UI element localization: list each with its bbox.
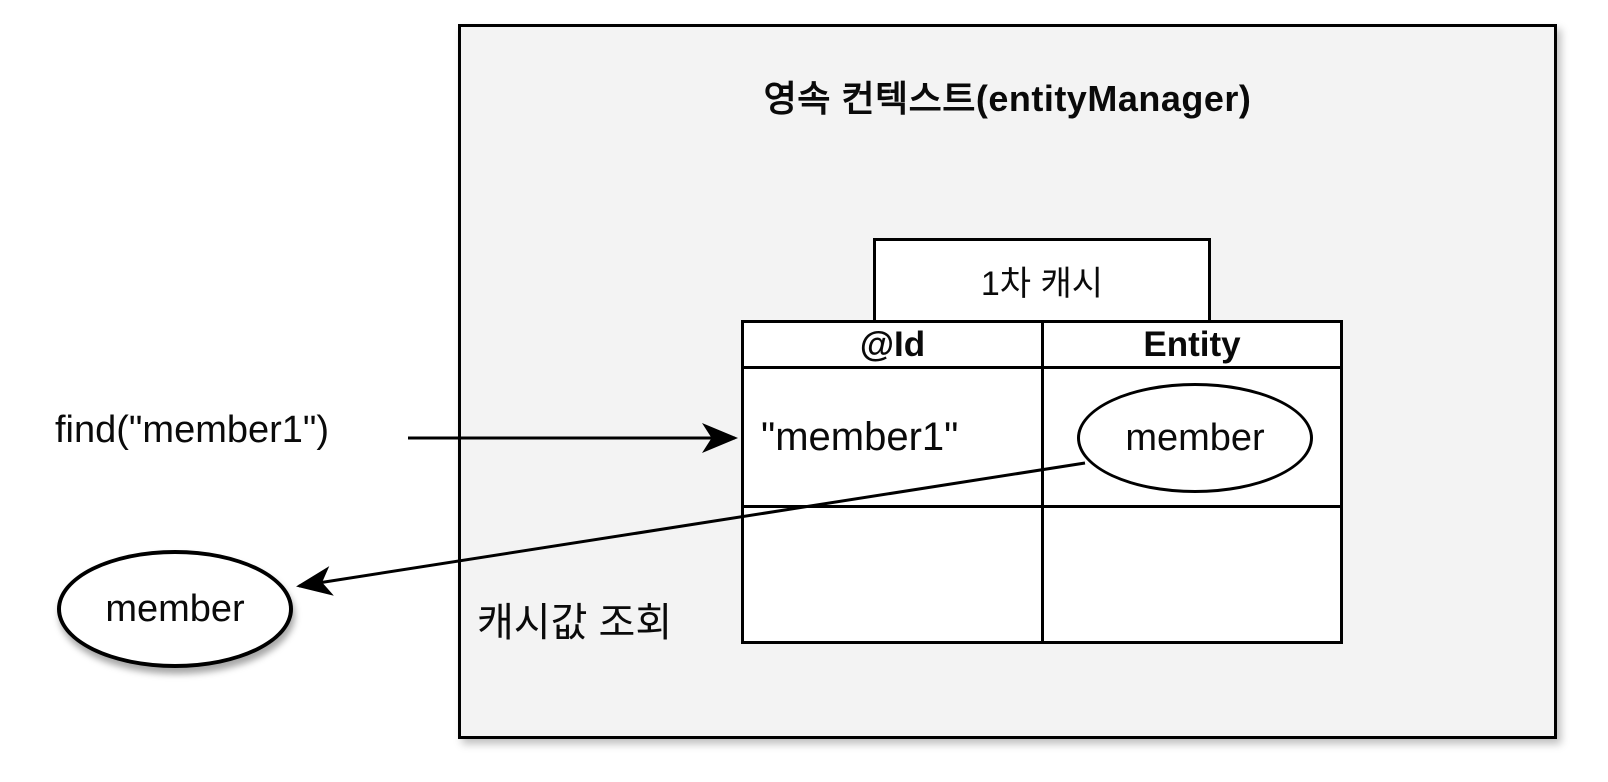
- table-header-entity: Entity: [1143, 324, 1241, 364]
- first-level-cache-box: 1차 캐시: [873, 238, 1211, 323]
- cached-entity-label: member: [1125, 416, 1265, 459]
- table-row-divider: [744, 505, 1340, 508]
- table-header-id: @Id: [859, 324, 926, 364]
- find-call-label: find("member1"): [55, 409, 330, 451]
- table-header-divider: [744, 366, 1340, 369]
- persistence-context-title: 영속 컨텍스트(entityManager): [763, 78, 1252, 119]
- cache-lookup-label: 캐시값 조회: [477, 601, 673, 645]
- first-level-cache-label: 1차 캐시: [980, 265, 1104, 303]
- table-cell-id-member1: "member1": [761, 414, 959, 459]
- table-column-divider: [1041, 323, 1044, 641]
- cached-entity-ellipse: member: [1077, 383, 1313, 493]
- result-entity-label: member: [105, 587, 245, 630]
- result-entity-ellipse: member: [57, 550, 293, 668]
